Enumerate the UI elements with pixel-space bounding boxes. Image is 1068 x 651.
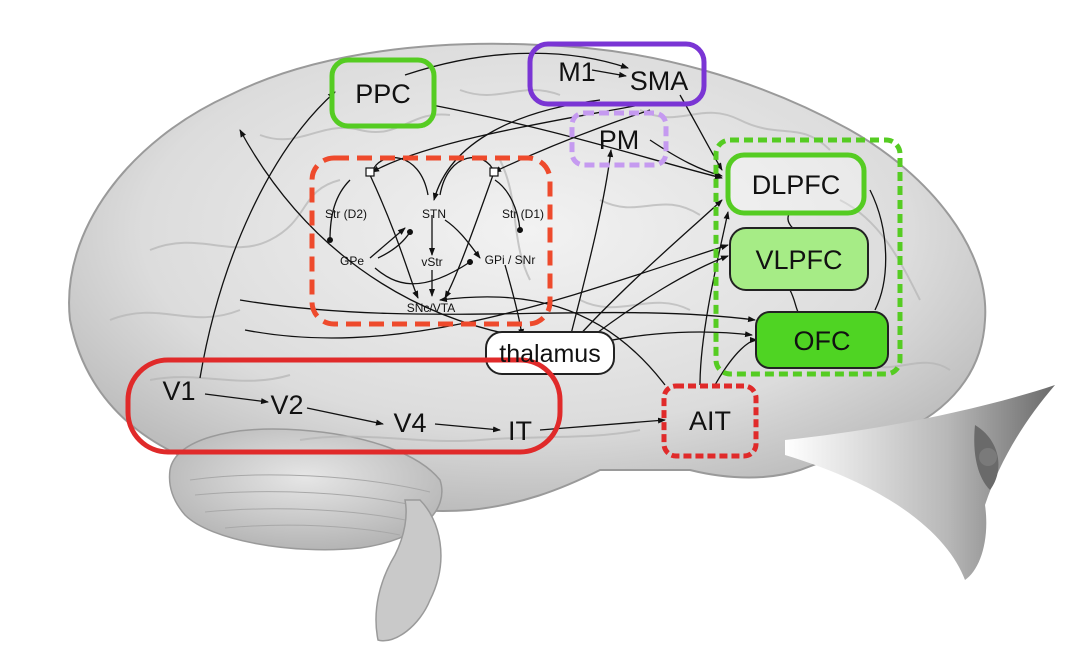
labels: PPC M1 SMA PM DLPFC VLPFC OFC thalamus V… <box>162 57 850 446</box>
arrow-thalamus-pm <box>569 149 614 339</box>
arrow-thalamus-dlpfc <box>574 199 723 341</box>
ofc-box <box>755 311 889 369</box>
label-snc-vta: SNc/VTA <box>407 301 455 315</box>
pm-box <box>569 110 669 168</box>
arrow-str-snc-2 <box>444 174 494 299</box>
arrow-strd2-gpe <box>327 179 351 243</box>
eye-icon <box>785 385 1055 580</box>
region-boxes <box>125 41 903 459</box>
label-v1: V1 <box>162 376 195 406</box>
label-it: IT <box>508 416 532 446</box>
striatum-node-right <box>489 167 499 177</box>
arrow-ait-bg <box>439 296 666 386</box>
arrow-v2-v4 <box>306 407 384 426</box>
arrow-ait-dlpfc <box>699 211 730 386</box>
pfc-box <box>713 137 903 377</box>
label-sma: SMA <box>630 66 689 96</box>
ventral-stream-box <box>125 357 563 455</box>
vlpfc-box <box>729 227 869 291</box>
arrow-gpe-gpi <box>374 259 473 285</box>
arrow-it-ait <box>539 417 666 431</box>
cerebellum-folds <box>189 474 431 536</box>
arrow-str-snc <box>369 174 419 299</box>
label-gpe: GPe <box>340 254 364 268</box>
arrow-v4-it <box>434 423 501 433</box>
label-str-d1: Str (D1) <box>502 207 544 221</box>
arc-strd2-stn <box>371 157 429 196</box>
arrow-v1-ppc <box>199 91 336 379</box>
label-v4: V4 <box>393 408 426 438</box>
arrow-v1-v2 <box>204 393 269 405</box>
arrow-m1-sma <box>591 69 627 78</box>
link-dlpfc-ofc <box>869 189 887 311</box>
arrow-cortex-strd1 <box>493 109 651 173</box>
label-vlpfc: VLPFC <box>755 245 842 275</box>
striatum-node-left <box>365 167 375 177</box>
label-ait: AIT <box>689 406 731 436</box>
label-gpi-snr: GPi / SNr <box>485 253 536 267</box>
arc-strd1-stn <box>439 157 495 196</box>
label-v2: V2 <box>270 390 303 420</box>
label-ofc: OFC <box>794 326 851 356</box>
brainstem-shape <box>375 499 442 642</box>
dlpfc-box <box>725 152 867 216</box>
label-m1: M1 <box>558 57 596 87</box>
arrow-gpe-stn <box>369 227 406 259</box>
label-pm: PM <box>599 125 640 155</box>
arrow-thalamus-ppc <box>239 129 541 341</box>
motor-box <box>527 41 707 107</box>
arrow-strd1-gpi <box>494 179 523 233</box>
ppc-box <box>329 57 437 129</box>
arrow-ait-ofc <box>714 337 758 386</box>
arrow-stn-gpi <box>444 219 481 259</box>
arrow-posterior-vlpfc <box>244 244 729 339</box>
label-ppc: PPC <box>355 79 411 109</box>
arrow-pm-dlpfc <box>649 139 723 178</box>
label-vstr: vStr <box>421 255 442 269</box>
label-thalamus: thalamus <box>499 340 600 368</box>
cerebellum-shape <box>168 428 443 551</box>
basal-ganglia-box <box>309 155 553 327</box>
label-stn: STN <box>422 207 446 221</box>
label-str-d2: Str (D2) <box>325 207 367 221</box>
arrow-ppc-dlpfc <box>431 104 723 180</box>
link-vlpfc-ofc <box>789 289 799 313</box>
label-dlpfc: DLPFC <box>752 170 841 200</box>
ait-box <box>661 383 759 459</box>
